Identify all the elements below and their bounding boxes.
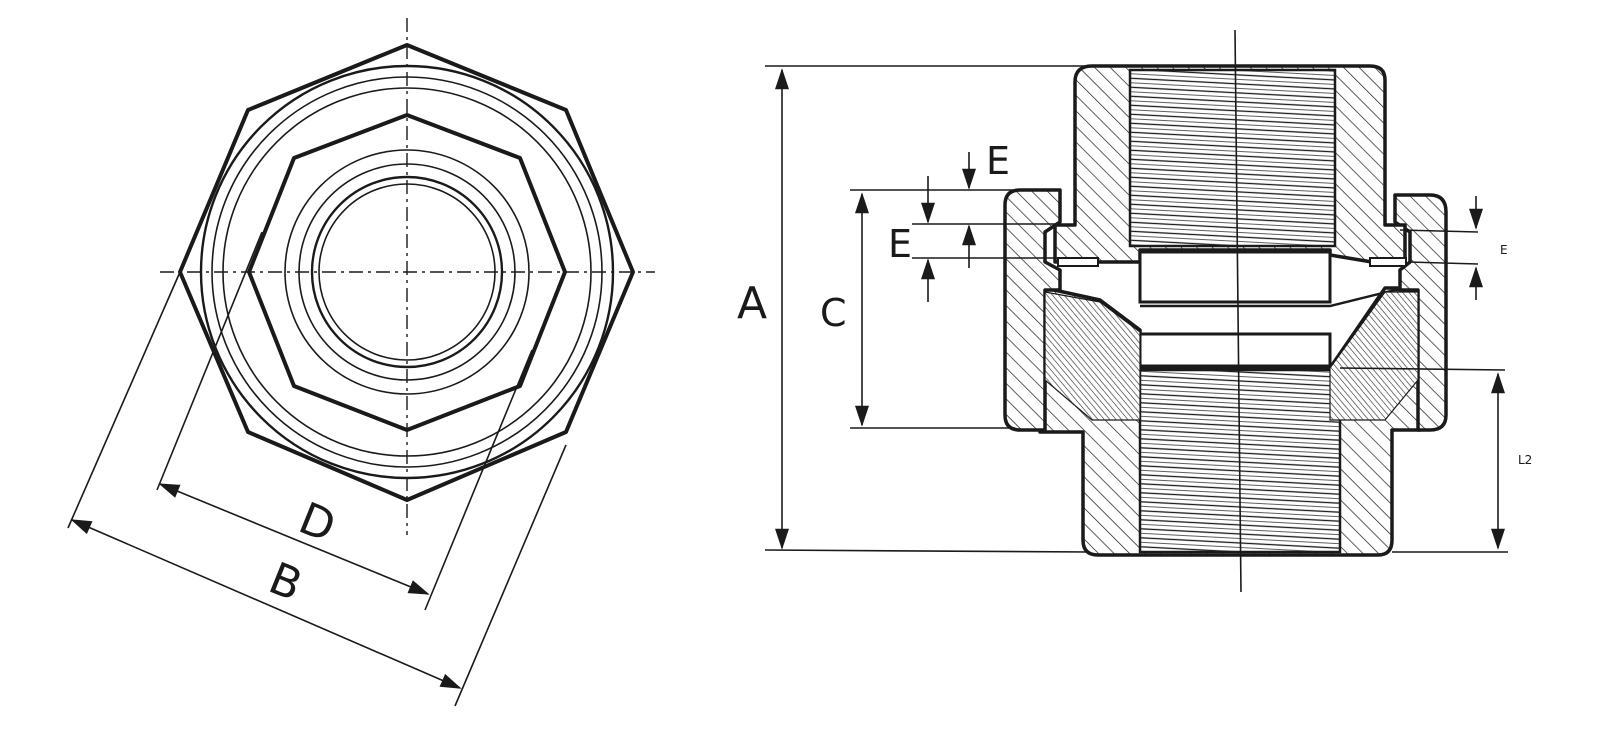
l2-extension-top bbox=[1339, 367, 1506, 371]
b-extension-left bbox=[67, 271, 181, 529]
seal-gap-left bbox=[1057, 257, 1099, 267]
union-bore-lower bbox=[1138, 332, 1332, 368]
bore-ring-4 bbox=[318, 183, 496, 361]
union-bore-upper bbox=[1138, 250, 1332, 304]
d-extension-left bbox=[156, 231, 263, 491]
nut-ring-2 bbox=[211, 76, 603, 468]
inner-hexagon bbox=[247, 113, 567, 432]
dimension-label-e-mid: E bbox=[888, 222, 912, 266]
upper-internal-thread bbox=[1128, 68, 1337, 248]
dimension-line-b bbox=[70, 519, 462, 689]
seat-cone-line bbox=[1140, 288, 1400, 308]
nut-ring-1 bbox=[199, 64, 615, 480]
dimension-label-d: D bbox=[292, 493, 343, 553]
top-view: D B bbox=[67, 18, 655, 707]
bore-ring-2 bbox=[298, 163, 516, 381]
dimension-label-e-right: E bbox=[1500, 243, 1508, 257]
seat-cone-left bbox=[1099, 299, 1141, 331]
nut-thread-right bbox=[1329, 291, 1419, 421]
dimension-label-a: A bbox=[737, 278, 767, 329]
dimension-label-l2: L2 bbox=[1518, 453, 1532, 467]
dimension-label-b: B bbox=[262, 553, 309, 612]
nut-ring-3 bbox=[222, 87, 592, 457]
e-right-extension-top bbox=[1399, 229, 1479, 233]
section-view: A C E E E L2 bbox=[737, 29, 1532, 593]
bore-ring-3 bbox=[310, 175, 504, 369]
bore-ring-1 bbox=[284, 149, 530, 395]
e-right-extension-bottom bbox=[1407, 261, 1479, 265]
a-extension-bottom bbox=[764, 549, 1091, 553]
nut-thread-left bbox=[1044, 291, 1141, 421]
section-axis-line bbox=[1234, 29, 1242, 593]
seal-gap-right bbox=[1369, 257, 1407, 267]
b-extension-right bbox=[454, 444, 567, 707]
dimension-label-c: C bbox=[820, 291, 847, 335]
dimension-label-e-top: E bbox=[986, 139, 1010, 183]
union-nut-left bbox=[1003, 188, 1062, 432]
